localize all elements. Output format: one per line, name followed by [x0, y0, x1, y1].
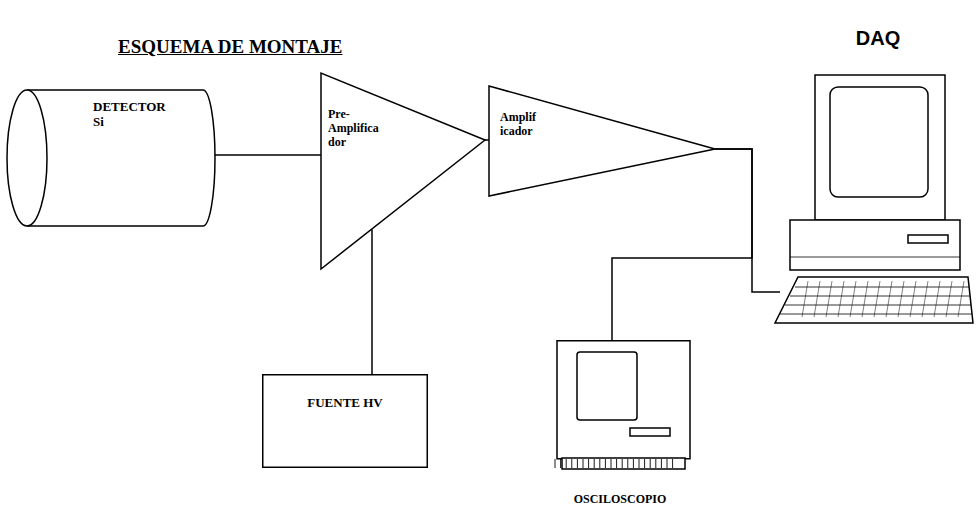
shape-outline: [768, 25, 976, 325]
daq-computer: DAQ: [768, 25, 976, 325]
shape-outline: [262, 374, 428, 468]
signal-wire: [612, 149, 752, 341]
amplifier-triangle: Amplif icador: [488, 85, 716, 197]
oscilloscope: OSCILOSCOPIO: [535, 340, 705, 512]
node-label: FUENTE HV: [262, 396, 428, 411]
node-label: Amplif icador: [500, 111, 536, 139]
signal-wire: [210, 154, 321, 156]
signal-wire: [715, 149, 780, 292]
node-label: OSCILOSCOPIO: [535, 493, 705, 507]
node-label: DETECTOR Si: [93, 100, 173, 130]
node-label: Pre- Amplifica dor: [328, 108, 379, 149]
shape-outline: [488, 85, 716, 197]
detector-cylinder: DETECTOR Si: [5, 88, 213, 228]
hv-supply-box: FUENTE HV: [262, 374, 428, 468]
shape-outline: [535, 340, 705, 512]
preamplifier-triangle: Pre- Amplifica dor: [320, 72, 486, 270]
node-label: DAQ: [813, 27, 943, 50]
signal-wire: [371, 229, 373, 375]
shape-outline: [320, 72, 486, 270]
diagram-title: ESQUEMA DE MONTAJE: [118, 36, 343, 58]
